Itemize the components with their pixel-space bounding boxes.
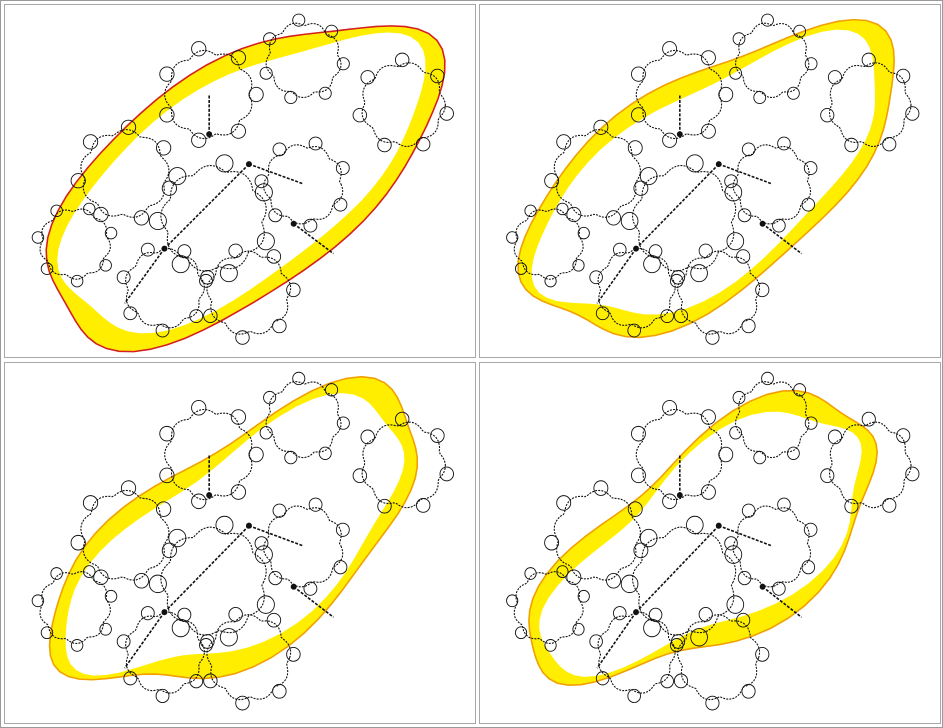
fractal-bud [71, 535, 85, 550]
fractal-bud [906, 107, 919, 121]
fractal-bud [883, 498, 896, 512]
fractal-junction [760, 584, 766, 590]
panel-bottom-left [4, 362, 476, 724]
fractal-bud [631, 67, 645, 81]
fractal-bud [236, 331, 250, 345]
fractal-bud [273, 319, 287, 333]
fractal-bud [83, 496, 97, 511]
fractal-junction [716, 161, 722, 167]
fractal-junction [206, 492, 212, 498]
fractal-junction [633, 609, 639, 615]
fractal-bud [507, 595, 518, 607]
fractal-bud [83, 135, 97, 149]
fractal-bud [674, 674, 687, 688]
fractal-bud [293, 14, 305, 26]
fractal-junction [246, 523, 252, 529]
fractal-bud [557, 496, 571, 511]
fractal-bud [160, 67, 174, 81]
fractal-junction [291, 221, 297, 227]
fractal-junction [716, 523, 722, 529]
fractal-bud [742, 684, 755, 698]
fractal-illustration [5, 363, 475, 723]
fractal-bud [631, 468, 645, 483]
fractal-bud [742, 319, 755, 333]
fractal-bud [287, 283, 301, 297]
fractal-bud [883, 137, 896, 151]
fractal-junction [677, 131, 683, 137]
fractal-bud [706, 331, 719, 345]
fractal-bud [762, 14, 774, 26]
fractal-illustration [5, 5, 475, 357]
panel-bottom-right [479, 362, 941, 724]
fractal-bud [906, 467, 919, 481]
fractal-junction [760, 221, 766, 227]
fractal-bud [287, 647, 301, 661]
fractal-junction [161, 246, 167, 252]
fractal-junction [246, 161, 252, 167]
panel-top-right [479, 4, 941, 358]
fractal-illustration [480, 5, 940, 357]
fractal-bud [545, 535, 559, 550]
panel-top-left [4, 4, 476, 358]
fractal-bud [32, 595, 44, 607]
fractal-bud [756, 283, 769, 297]
fractal-bud [862, 412, 875, 426]
fractal-junction [161, 609, 167, 615]
fractal-bud [32, 232, 44, 244]
inner-level-region [57, 32, 425, 333]
fractal-junction [677, 492, 683, 498]
fractal-junction [633, 246, 639, 252]
fractal-bud [121, 481, 135, 496]
fractal-bud [440, 467, 454, 481]
fractal-bud [557, 135, 571, 149]
fractal-illustration [480, 363, 940, 723]
fractal-bud [236, 696, 250, 710]
fractal-bud [706, 696, 719, 710]
fractal-bud [273, 684, 287, 698]
fractal-bud [293, 372, 305, 384]
fractal-bud [160, 426, 174, 441]
fractal-bud [440, 107, 454, 121]
fractal-bud [663, 42, 677, 56]
fractal-bud [594, 481, 608, 496]
fractal-junction [206, 131, 212, 137]
fractal-bud [192, 42, 206, 56]
fractal-junction [291, 584, 297, 590]
fractal-bud [192, 400, 206, 415]
fractal-bud [416, 498, 430, 512]
fractal-bud [416, 137, 430, 151]
fractal-bud [756, 647, 769, 661]
fractal-bud [663, 400, 677, 415]
fractal-bud [762, 372, 774, 384]
fractal-bud [631, 426, 645, 441]
fractal-bud [507, 232, 518, 244]
